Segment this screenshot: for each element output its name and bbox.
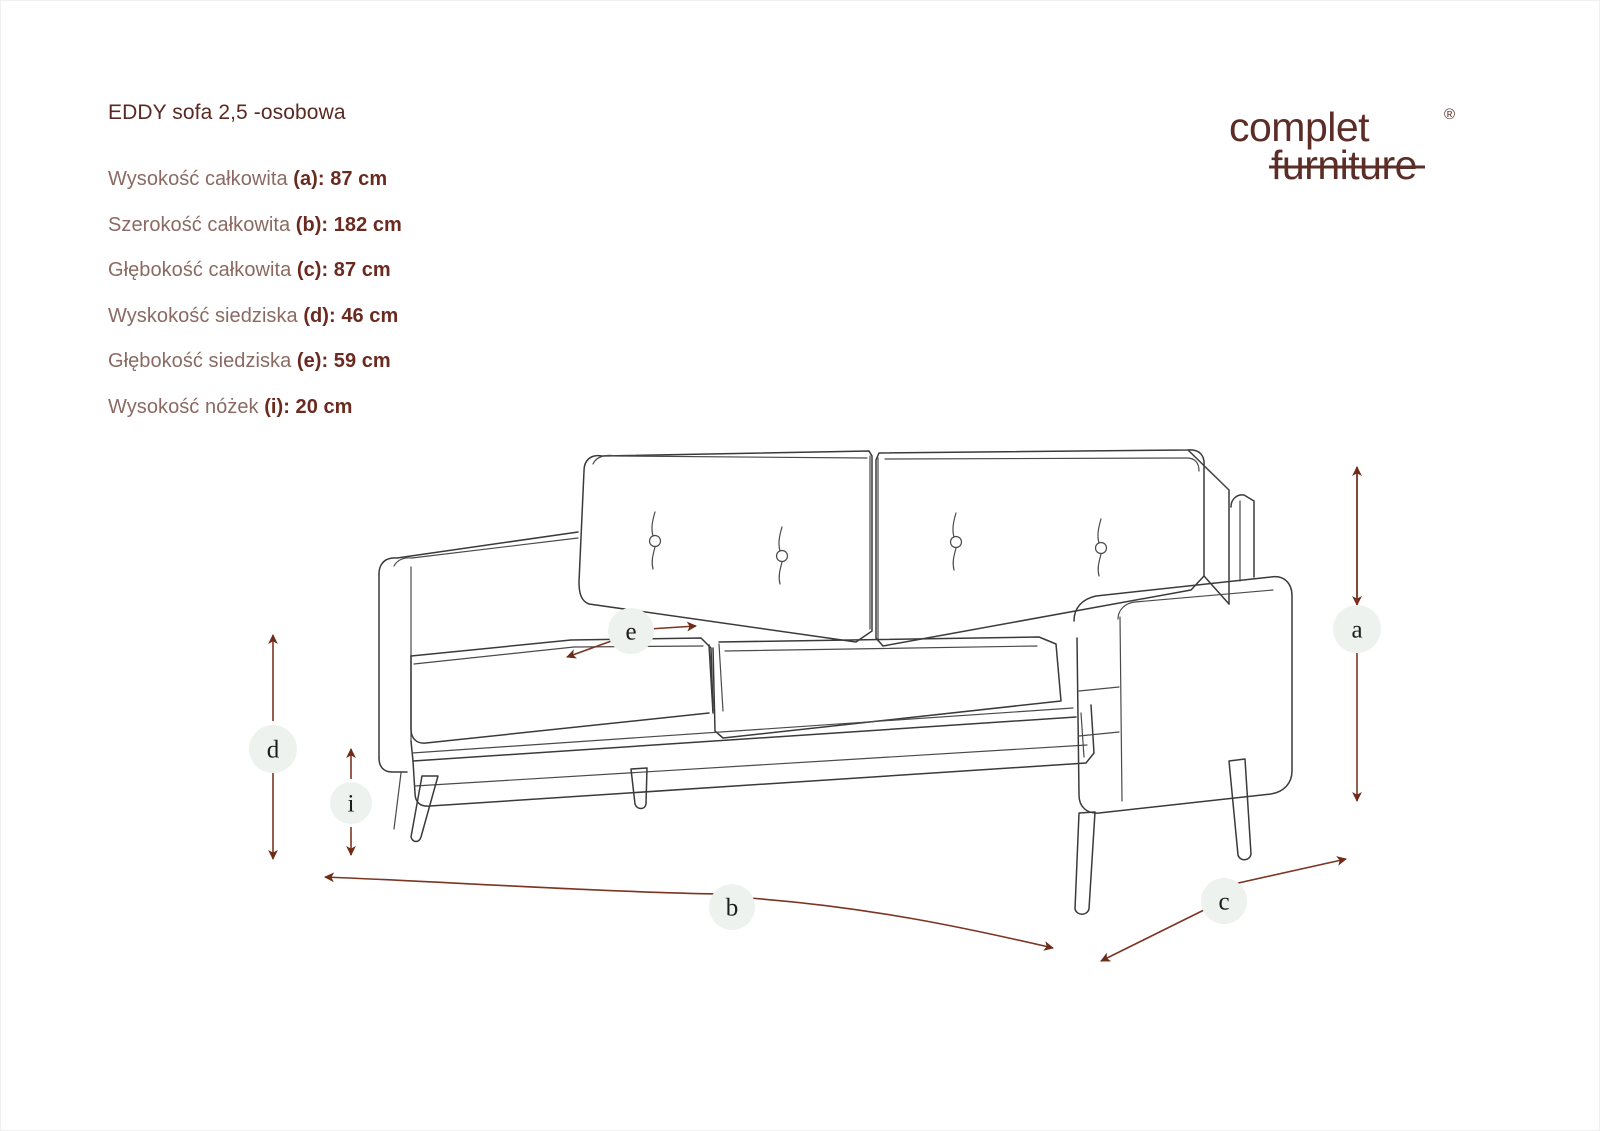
dimension-marker-halo — [330, 782, 372, 824]
registered-trademark-icon: ® — [1444, 106, 1455, 123]
dimension-label-c: c — [1218, 889, 1229, 916]
spec-row-leg-height: Wysokość nóżek (i): 20 cm — [108, 385, 728, 431]
backrest-frame-right — [1187, 449, 1255, 605]
dimension-label-d: d — [267, 737, 280, 764]
right-armrest — [1073, 575, 1293, 814]
spec-label: Głębokość całkowita — [108, 259, 292, 281]
tufting-button — [949, 512, 963, 571]
spec-label: Wysokość całkowita — [108, 168, 288, 190]
sofa-seat-body — [410, 636, 1095, 807]
spec-row-seat-depth: Głębokość siedziska (e): 59 cm — [108, 339, 728, 385]
brand-logo-wordmark: complet furniture ® — [1229, 105, 1455, 187]
dimension-c: c — [1100, 856, 1347, 962]
dimension-label-i: i — [348, 791, 355, 818]
dimension-marker-halo — [249, 725, 297, 773]
page-title: EDDY sofa 2,5 -osobowa — [108, 101, 346, 124]
spec-label: Głębokość siedziska — [108, 350, 292, 372]
spec-row-width-total: Szerokość całkowita (b): 182 cm — [108, 203, 728, 249]
spec-value: (i): 20 cm — [264, 395, 353, 418]
dimension-marker-halo — [709, 884, 755, 930]
dimension-d: d — [249, 634, 297, 860]
brand-logo: complet furniture ® — [1229, 105, 1479, 187]
spec-row-depth-total: Głębokość całkowita (c): 87 cm — [108, 248, 728, 294]
spec-value: (b): 182 cm — [295, 213, 402, 236]
dimension-label-e: e — [625, 619, 636, 646]
tufting-button — [648, 511, 662, 570]
dimension-e: e — [566, 608, 697, 659]
tufting-button — [1094, 518, 1108, 577]
dimension-marker-halo — [608, 608, 654, 654]
dimension-b: b — [324, 872, 1054, 951]
spec-label: Wyskokość siedziska — [108, 304, 298, 327]
dimension-marker-halo — [1333, 605, 1381, 653]
specification-block: EDDY sofa 2,5 -osobowa Wysokość całkowit… — [108, 101, 728, 430]
spec-value: (e): 59 cm — [296, 350, 391, 372]
tufting-button — [775, 526, 789, 585]
dimension-i: i — [330, 748, 372, 856]
dimension-label-b: b — [726, 895, 739, 922]
spec-value: (c): 87 cm — [296, 259, 391, 281]
back-cushion-right — [875, 449, 1205, 647]
left-armrest — [378, 531, 579, 773]
tufting-buttons — [648, 511, 1108, 585]
brand-line-2: furniture — [1271, 142, 1417, 187]
spec-value: (a): 87 cm — [293, 168, 388, 190]
back-cushion-left — [578, 450, 873, 643]
dimension-a: a — [1333, 466, 1381, 802]
spec-label: Szerokość całkowita — [108, 213, 291, 236]
sofa-illustration — [378, 449, 1293, 915]
spec-label: Wysokość nóżek — [108, 395, 259, 418]
brand-line-1: complet — [1229, 105, 1370, 150]
sofa-legs — [393, 758, 1252, 915]
spec-row-seat-height: Wyskokość siedziska (d): 46 cm — [108, 294, 728, 340]
spec-value: (d): 46 cm — [303, 304, 399, 327]
spec-row-height-total: Wysokość całkowita (a): 87 cm — [108, 157, 728, 203]
dimension-label-a: a — [1351, 617, 1362, 644]
dimension-marker-halo — [1201, 878, 1247, 924]
